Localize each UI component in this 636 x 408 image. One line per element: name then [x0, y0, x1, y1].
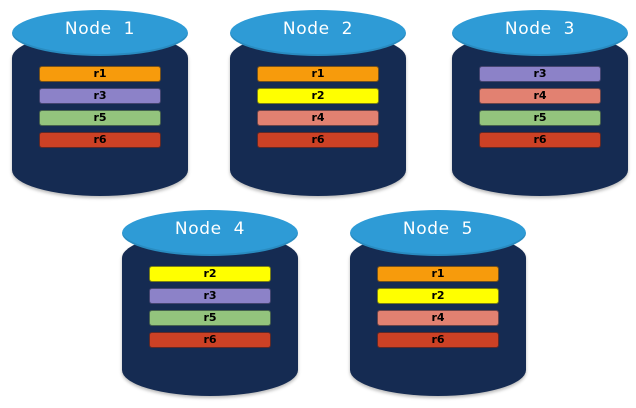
replica-bar-r1[interactable]: r1: [257, 66, 379, 82]
replica-bar-r3[interactable]: r3: [149, 288, 271, 304]
replica-bar-r6[interactable]: r6: [257, 132, 379, 148]
replica-bar-r6[interactable]: r6: [39, 132, 161, 148]
replica-bar-r2[interactable]: r2: [257, 88, 379, 104]
replica-bar-r3[interactable]: r3: [39, 88, 161, 104]
cylinder-top-ellipse: [122, 210, 298, 256]
replica-bar-r3[interactable]: r3: [479, 66, 601, 82]
replica-bar-r5[interactable]: r5: [39, 110, 161, 126]
cylinder-top-ellipse: [12, 10, 188, 56]
replica-list: r2 r3 r5 r6: [149, 266, 271, 348]
replica-bar-r2[interactable]: r2: [149, 266, 271, 282]
replica-list: r1 r2 r4 r6: [377, 266, 499, 348]
replica-bar-r2[interactable]: r2: [377, 288, 499, 304]
replica-bar-r1[interactable]: r1: [39, 66, 161, 82]
replica-bar-r4[interactable]: r4: [257, 110, 379, 126]
replica-bar-r6[interactable]: r6: [149, 332, 271, 348]
cylinder-top-ellipse: [452, 10, 628, 56]
replica-bar-r6[interactable]: r6: [377, 332, 499, 348]
cylinder-top-ellipse: [350, 210, 526, 256]
cylinder-top-ellipse: [230, 10, 406, 56]
replica-bar-r5[interactable]: r5: [479, 110, 601, 126]
replica-bar-r4[interactable]: r4: [479, 88, 601, 104]
replica-bar-r4[interactable]: r4: [377, 310, 499, 326]
replica-bar-r6[interactable]: r6: [479, 132, 601, 148]
replica-bar-r1[interactable]: r1: [377, 266, 499, 282]
replica-list: r3 r4 r5 r6: [479, 66, 601, 148]
replica-bar-r5[interactable]: r5: [149, 310, 271, 326]
replica-list: r1 r2 r4 r6: [257, 66, 379, 148]
replica-list: r1 r3 r5 r6: [39, 66, 161, 148]
